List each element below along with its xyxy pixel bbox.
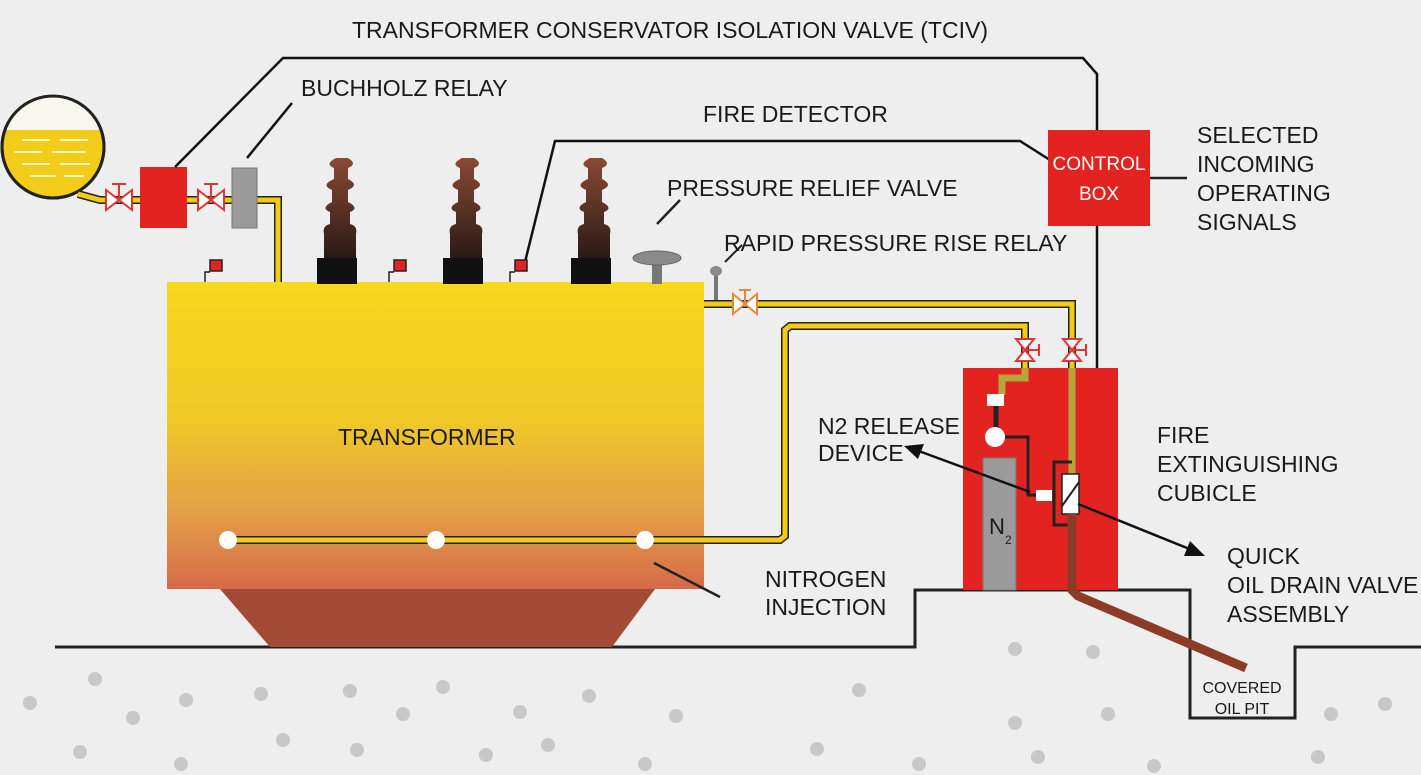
drain-pipe: [1067, 514, 1248, 673]
pressure-relief-valve-icon: [632, 250, 682, 284]
transformer-base: [220, 589, 655, 647]
buchholz-label: BUCHHOLZ RELAY: [301, 75, 508, 101]
fire-cubicle-label-3: CUBICLE: [1157, 480, 1257, 506]
rapid-pressure-relay-icon: [710, 266, 722, 300]
buchholz-relay: [231, 167, 258, 229]
rapid-pressure-label: RAPID PRESSURE RISE RELAY: [724, 230, 1067, 256]
n2-release-label-2: DEVICE: [818, 440, 904, 466]
bushing-icon: [571, 158, 611, 284]
n2-cylinder-subscript: 2: [1005, 533, 1012, 547]
pressure-relief-label: PRESSURE RELIEF VALVE: [667, 175, 958, 201]
label-leaders: [653, 561, 721, 599]
quick-drain-label-3: ASSEMBLY: [1227, 601, 1349, 627]
bushing-icon: [443, 158, 483, 284]
fire-detector-wire: [523, 139, 1051, 263]
nitrogen-injection-label-2: INJECTION: [765, 594, 886, 620]
tciv-label: TRANSFORMER CONSERVATOR ISOLATION VALVE …: [352, 17, 988, 43]
conservator-valve-icon: [105, 183, 133, 213]
fire-cubicle-label-1: FIRE: [1157, 422, 1209, 448]
n2-release-label-1: N2 RELEASE: [818, 413, 960, 439]
injection-nozzle-icon: [219, 531, 654, 549]
tciv-box: [140, 167, 187, 228]
signals-label-4: SIGNALS: [1197, 209, 1297, 235]
rprr-valve-icon: [732, 289, 758, 317]
nitrogen-injection-label-1: NITROGEN: [765, 566, 886, 592]
bushing-icon: [317, 158, 357, 284]
n2-release-arrow: [904, 444, 1031, 494]
signals-label-1: SELECTED: [1197, 122, 1318, 148]
rprr-leader: [724, 244, 743, 263]
n2-release-device: [985, 394, 1052, 501]
fire-detector-label: FIRE DETECTOR: [703, 101, 888, 127]
cubicle-valve-icon: [1060, 338, 1087, 362]
signals-label-2: INCOMING: [1197, 151, 1315, 177]
fire-detector-icon: [388, 259, 407, 282]
ground-line: [55, 588, 1421, 720]
cubicle-valve-icon: [1013, 338, 1040, 362]
ground-dots: [23, 642, 1392, 773]
conservator-tank: [0, 93, 106, 200]
transformer-label: TRANSFORMER: [338, 424, 516, 450]
quick-drain-arrow: [1077, 502, 1205, 556]
buchholz-signal-wire: [246, 102, 293, 159]
fire-detector-icon: [204, 259, 223, 282]
quick-drain-valve-icon: [1052, 460, 1080, 527]
covered-pit-label-2: OIL PIT: [1215, 701, 1270, 718]
signals-label-3: OPERATING: [1197, 180, 1331, 206]
n2-cylinder-label: N: [989, 514, 1005, 539]
fire-cubicle-label-2: EXTINGUISHING: [1157, 451, 1338, 477]
quick-drain-label-1: QUICK: [1227, 543, 1301, 569]
control-box-label-1: CONTROL: [1053, 154, 1146, 175]
quick-drain-label-2: OIL DRAIN VALVE: [1227, 572, 1418, 598]
ground: [23, 588, 1421, 773]
fire-detector-icon: [509, 259, 528, 282]
covered-pit-label-1: COVERED: [1202, 680, 1281, 697]
control-box-label-2: BOX: [1079, 184, 1119, 205]
tciv-valve-icon: [197, 183, 225, 213]
control-box: [1048, 130, 1150, 226]
prv-leader: [656, 199, 681, 225]
